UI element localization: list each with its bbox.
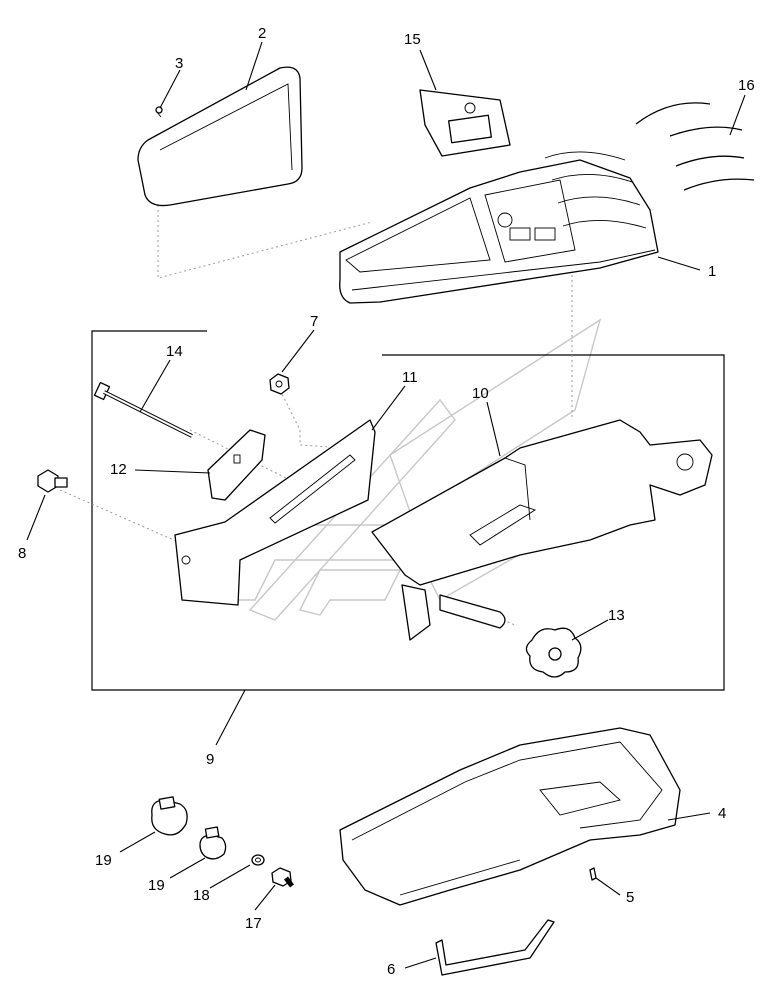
callout-19a: 19 xyxy=(95,852,112,869)
callout-1: 1 xyxy=(708,263,716,280)
part-decal xyxy=(419,89,511,157)
callout-labels: 1 2 3 4 5 6 7 8 9 10 11 12 13 14 15 16 1… xyxy=(18,25,755,978)
callout-3: 3 xyxy=(175,55,183,72)
part-lower-housing xyxy=(339,727,681,906)
callout-2: 2 xyxy=(258,25,266,42)
callout-18: 18 xyxy=(193,887,210,904)
part-knob xyxy=(525,627,582,678)
callout-16: 16 xyxy=(738,77,755,94)
part-plate-bracket xyxy=(174,419,376,606)
callout-12: 12 xyxy=(110,461,127,478)
part-washer xyxy=(251,854,265,866)
callout-19b: 19 xyxy=(148,877,165,894)
callout-5: 5 xyxy=(626,889,634,906)
leader-lines xyxy=(26,41,746,969)
part-small-bracket xyxy=(207,429,266,501)
part-clamp-upper xyxy=(151,796,188,836)
part-pin xyxy=(155,106,163,118)
callout-9: 9 xyxy=(206,751,214,768)
callout-6: 6 xyxy=(387,961,395,978)
part-console-housing xyxy=(339,151,659,304)
part-nut xyxy=(269,373,290,395)
callout-4: 4 xyxy=(718,805,726,822)
callout-15: 15 xyxy=(404,31,421,48)
callout-13: 13 xyxy=(608,607,625,624)
callout-11: 11 xyxy=(402,369,418,386)
part-strip xyxy=(435,919,555,976)
part-main-bracket xyxy=(371,419,713,641)
part-clamp-lower xyxy=(199,826,227,860)
callout-7: 7 xyxy=(310,313,318,330)
part-small-clip xyxy=(589,867,597,881)
callout-8: 8 xyxy=(18,545,26,562)
assembly-frame xyxy=(91,330,725,691)
callout-10: 10 xyxy=(472,385,489,402)
part-cover-pad xyxy=(137,66,303,207)
part-bolt xyxy=(37,469,68,493)
part-screw xyxy=(271,867,294,888)
callout-14: 14 xyxy=(166,343,183,360)
callout-17: 17 xyxy=(245,915,262,932)
part-long-bolt xyxy=(93,381,193,438)
part-trim-strips xyxy=(635,102,755,191)
